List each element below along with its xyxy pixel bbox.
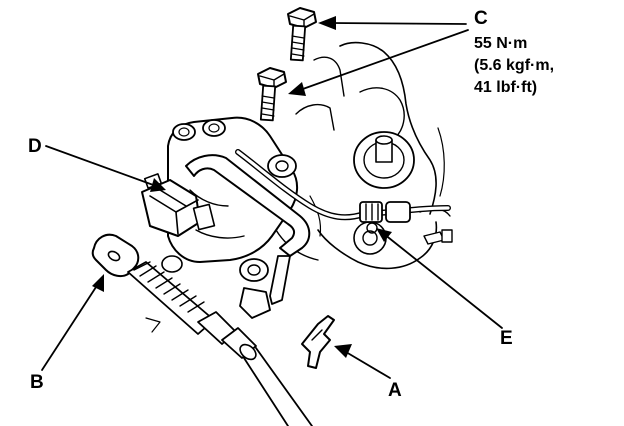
bolt-upper	[287, 7, 317, 62]
label-b: B	[30, 372, 44, 393]
bolt-lower	[257, 67, 287, 122]
label-c: C	[474, 8, 488, 29]
torque-spec-line-2: (5.6 kgf·m,	[474, 57, 554, 74]
torque-spec-line-3: 41 lbf·ft)	[474, 79, 537, 96]
label-d: D	[28, 136, 42, 157]
label-e: E	[500, 328, 513, 349]
torque-spec-line-1: 55 N·m	[474, 35, 527, 52]
leader-lines	[41, 16, 503, 379]
retaining-clip	[301, 315, 335, 369]
shift-cable-upper	[235, 149, 451, 234]
label-a: A	[388, 380, 402, 401]
shift-cable	[91, 233, 313, 426]
control-lever-arm	[185, 154, 311, 305]
shift-lever-boss	[353, 131, 415, 189]
